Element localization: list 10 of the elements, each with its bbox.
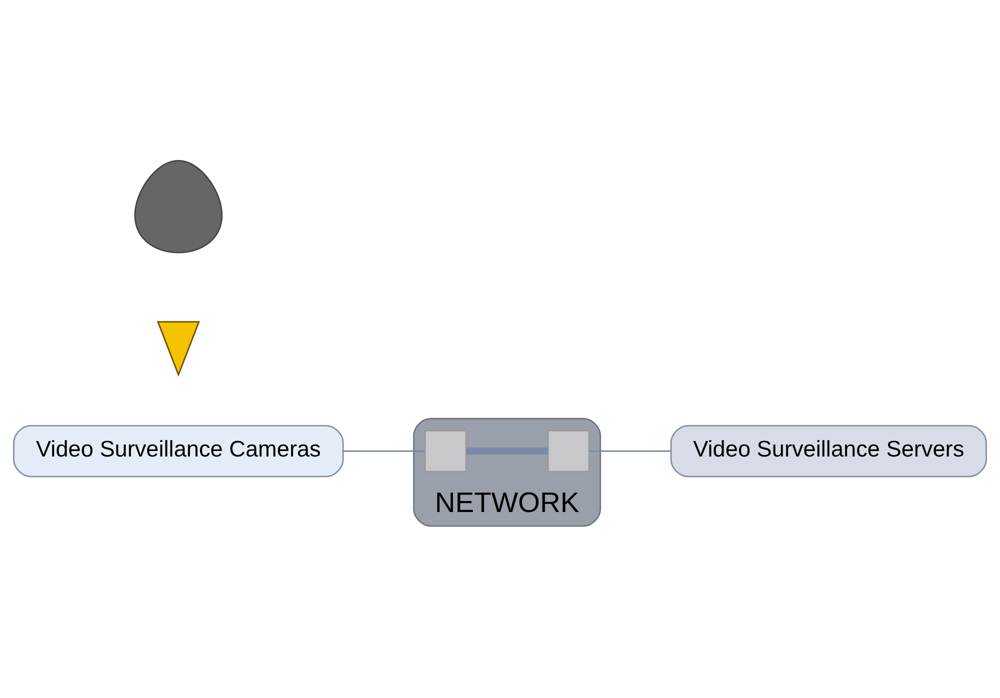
connector: [466, 448, 548, 455]
node-box: [424, 430, 467, 472]
connector: [589, 450, 671, 452]
connector: [343, 450, 426, 452]
node-box: [547, 430, 590, 472]
cluster: NETWORK: [413, 418, 602, 527]
node-lightning: [156, 321, 200, 377]
node-box: Video Surveillance Servers: [670, 424, 987, 478]
node-box: Video Surveillance Cameras: [13, 424, 344, 478]
node-person: [134, 160, 223, 254]
